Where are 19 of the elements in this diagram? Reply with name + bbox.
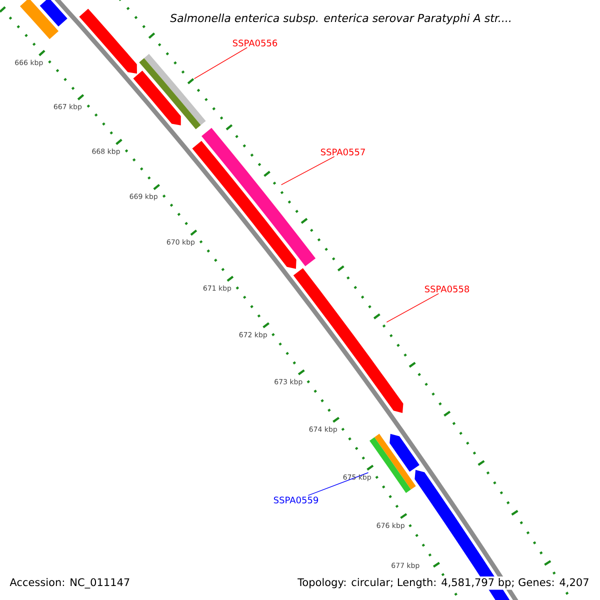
gene-label: SSPA0559: [274, 496, 318, 504]
gene-label: SSPA0557: [320, 148, 365, 156]
summary-text: Topology: circular; Length: 4,581,797 bp; Genes: 4,207: [296, 576, 591, 590]
gene-feature: [370, 434, 416, 493]
title: Salmonella enterica subsp. enterica serovar Paratyphi A str....: [168, 12, 514, 26]
gene-feature: [390, 434, 420, 472]
gene-feature: [79, 8, 137, 74]
gene-feature: [20, 0, 59, 40]
leader-line: [386, 293, 439, 323]
leader-line: [308, 472, 369, 496]
leader-line: [280, 156, 335, 186]
gene-feature: [40, 0, 68, 26]
leader-line: [194, 47, 248, 80]
gene-label: SSPA0558: [424, 286, 470, 292]
gene-feature: [202, 128, 316, 266]
gene-label: SSPA0556: [232, 40, 278, 46]
gene-feature: [139, 54, 206, 130]
gene-feature: [133, 70, 181, 126]
accession-text: Accession: NC_011147: [10, 578, 130, 588]
